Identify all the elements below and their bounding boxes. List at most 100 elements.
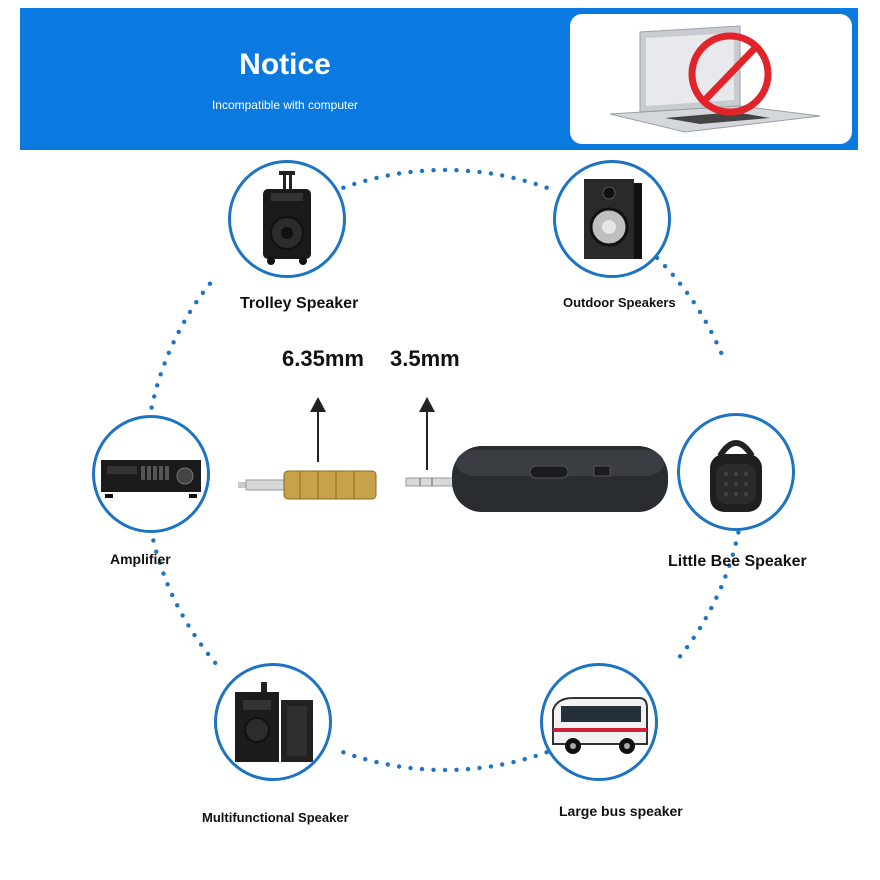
ring-dot [442, 167, 448, 173]
ring-dot [703, 319, 708, 324]
bus-icon [552, 697, 648, 754]
device-circle-little-bee-speaker [677, 413, 795, 531]
ring-dot [155, 383, 160, 388]
ring-dot [213, 660, 218, 665]
device-circle-amplifier [92, 415, 210, 533]
ring-dot [419, 766, 425, 772]
ring-dot [157, 560, 162, 565]
ring-dot [442, 767, 448, 773]
ring-dot [396, 171, 402, 176]
ring-dot [703, 616, 708, 621]
ring-dot [670, 272, 675, 277]
label-large-bus-speaker: Large bus speaker [559, 803, 683, 819]
ring-dot [408, 169, 413, 175]
ring-dot [522, 757, 527, 762]
ring-dot [165, 582, 170, 587]
ring-dot [691, 635, 696, 640]
ring-dot [697, 625, 703, 631]
ring-dot [730, 552, 735, 557]
label-outdoor-speakers: Outdoor Speakers [563, 295, 676, 310]
ring-dot [714, 340, 719, 345]
ring-dot [171, 340, 176, 345]
ring-dot [419, 168, 425, 174]
ring-dot [719, 350, 724, 355]
ring-dot [166, 350, 171, 355]
arrow-up-icon [419, 397, 435, 470]
ring-dot [408, 765, 413, 771]
ring-dot [152, 394, 157, 399]
ring-dot [207, 281, 213, 286]
ring-dot [341, 185, 346, 190]
ring-dot [511, 175, 516, 181]
arrow-up-icon [310, 397, 326, 462]
ring-dot [677, 654, 683, 659]
ring-dot [488, 171, 494, 176]
device-circle-multifunctional-speaker [214, 663, 332, 781]
ring-dot [533, 181, 538, 187]
ring-dot [187, 309, 193, 315]
device-circle-large-bus-speaker [540, 663, 658, 781]
ring-dot [714, 595, 719, 600]
ring-dot [454, 767, 459, 772]
label-6-35mm: 6.35mm [282, 346, 364, 371]
ring-dot [544, 185, 549, 190]
ring-dot [431, 767, 436, 772]
amplifier-icon [101, 460, 201, 498]
ring-dot [677, 281, 683, 286]
ring-dot [488, 764, 494, 769]
ring-dot [477, 765, 482, 771]
ring-dot [727, 563, 732, 568]
ring-dot [205, 651, 211, 657]
ring-dot [736, 530, 741, 535]
ring-dot [500, 173, 505, 178]
ring-dot [709, 329, 714, 335]
label-little-bee-speaker: Little Bee Speaker [668, 553, 807, 570]
ring-dot [454, 168, 459, 173]
ring-dot [511, 759, 516, 765]
ring-dot [176, 329, 181, 335]
laptop-panel [570, 14, 852, 144]
notice-banner: Notice Incompatible with computer [20, 8, 858, 150]
device-circle-trolley-speaker [228, 160, 346, 278]
no-computer-icon [609, 25, 821, 133]
ring-dot [154, 549, 159, 554]
ring-dot [374, 175, 379, 181]
ring-dot [465, 766, 471, 772]
label-3-5mm: 3.5mm [390, 346, 460, 371]
ring-dot [684, 290, 690, 295]
ring-dot [341, 750, 346, 755]
ring-dot [192, 632, 197, 638]
ring-dot [200, 290, 206, 295]
ring-dot [723, 574, 728, 579]
ring-dot [374, 759, 379, 765]
notice-subtitle: Incompatible with computer [211, 98, 359, 112]
ring-dot [198, 642, 204, 647]
speaker-pair-icon [235, 682, 313, 762]
ring-dot [161, 571, 166, 576]
ring-dot [186, 623, 191, 628]
ring-dot [363, 757, 368, 762]
ring-dot [431, 168, 436, 173]
ring-dot [151, 538, 156, 543]
ring-dot [352, 753, 357, 759]
ring-dot [149, 405, 154, 410]
gold-jack-adapter-icon [238, 470, 377, 500]
ring-dot [396, 764, 402, 769]
bookshelf-speaker-icon [584, 179, 642, 259]
ring-dot [162, 361, 167, 366]
ring-dot [719, 585, 724, 590]
ring-dot [363, 178, 368, 183]
ring-dot [352, 181, 357, 187]
ring-dot [697, 309, 703, 315]
notice-title: Notice [239, 48, 331, 81]
ring-dot [691, 300, 696, 305]
ring-dot [500, 762, 505, 767]
ring-dot [477, 169, 482, 175]
label-multifunctional-speaker: Multifunctional Speaker [202, 810, 349, 825]
ring-dot [709, 605, 714, 611]
ring-dot [684, 645, 690, 650]
aux-plug-icon [405, 477, 457, 487]
ring-dot [465, 168, 471, 174]
transmitter-device-icon [452, 446, 668, 512]
